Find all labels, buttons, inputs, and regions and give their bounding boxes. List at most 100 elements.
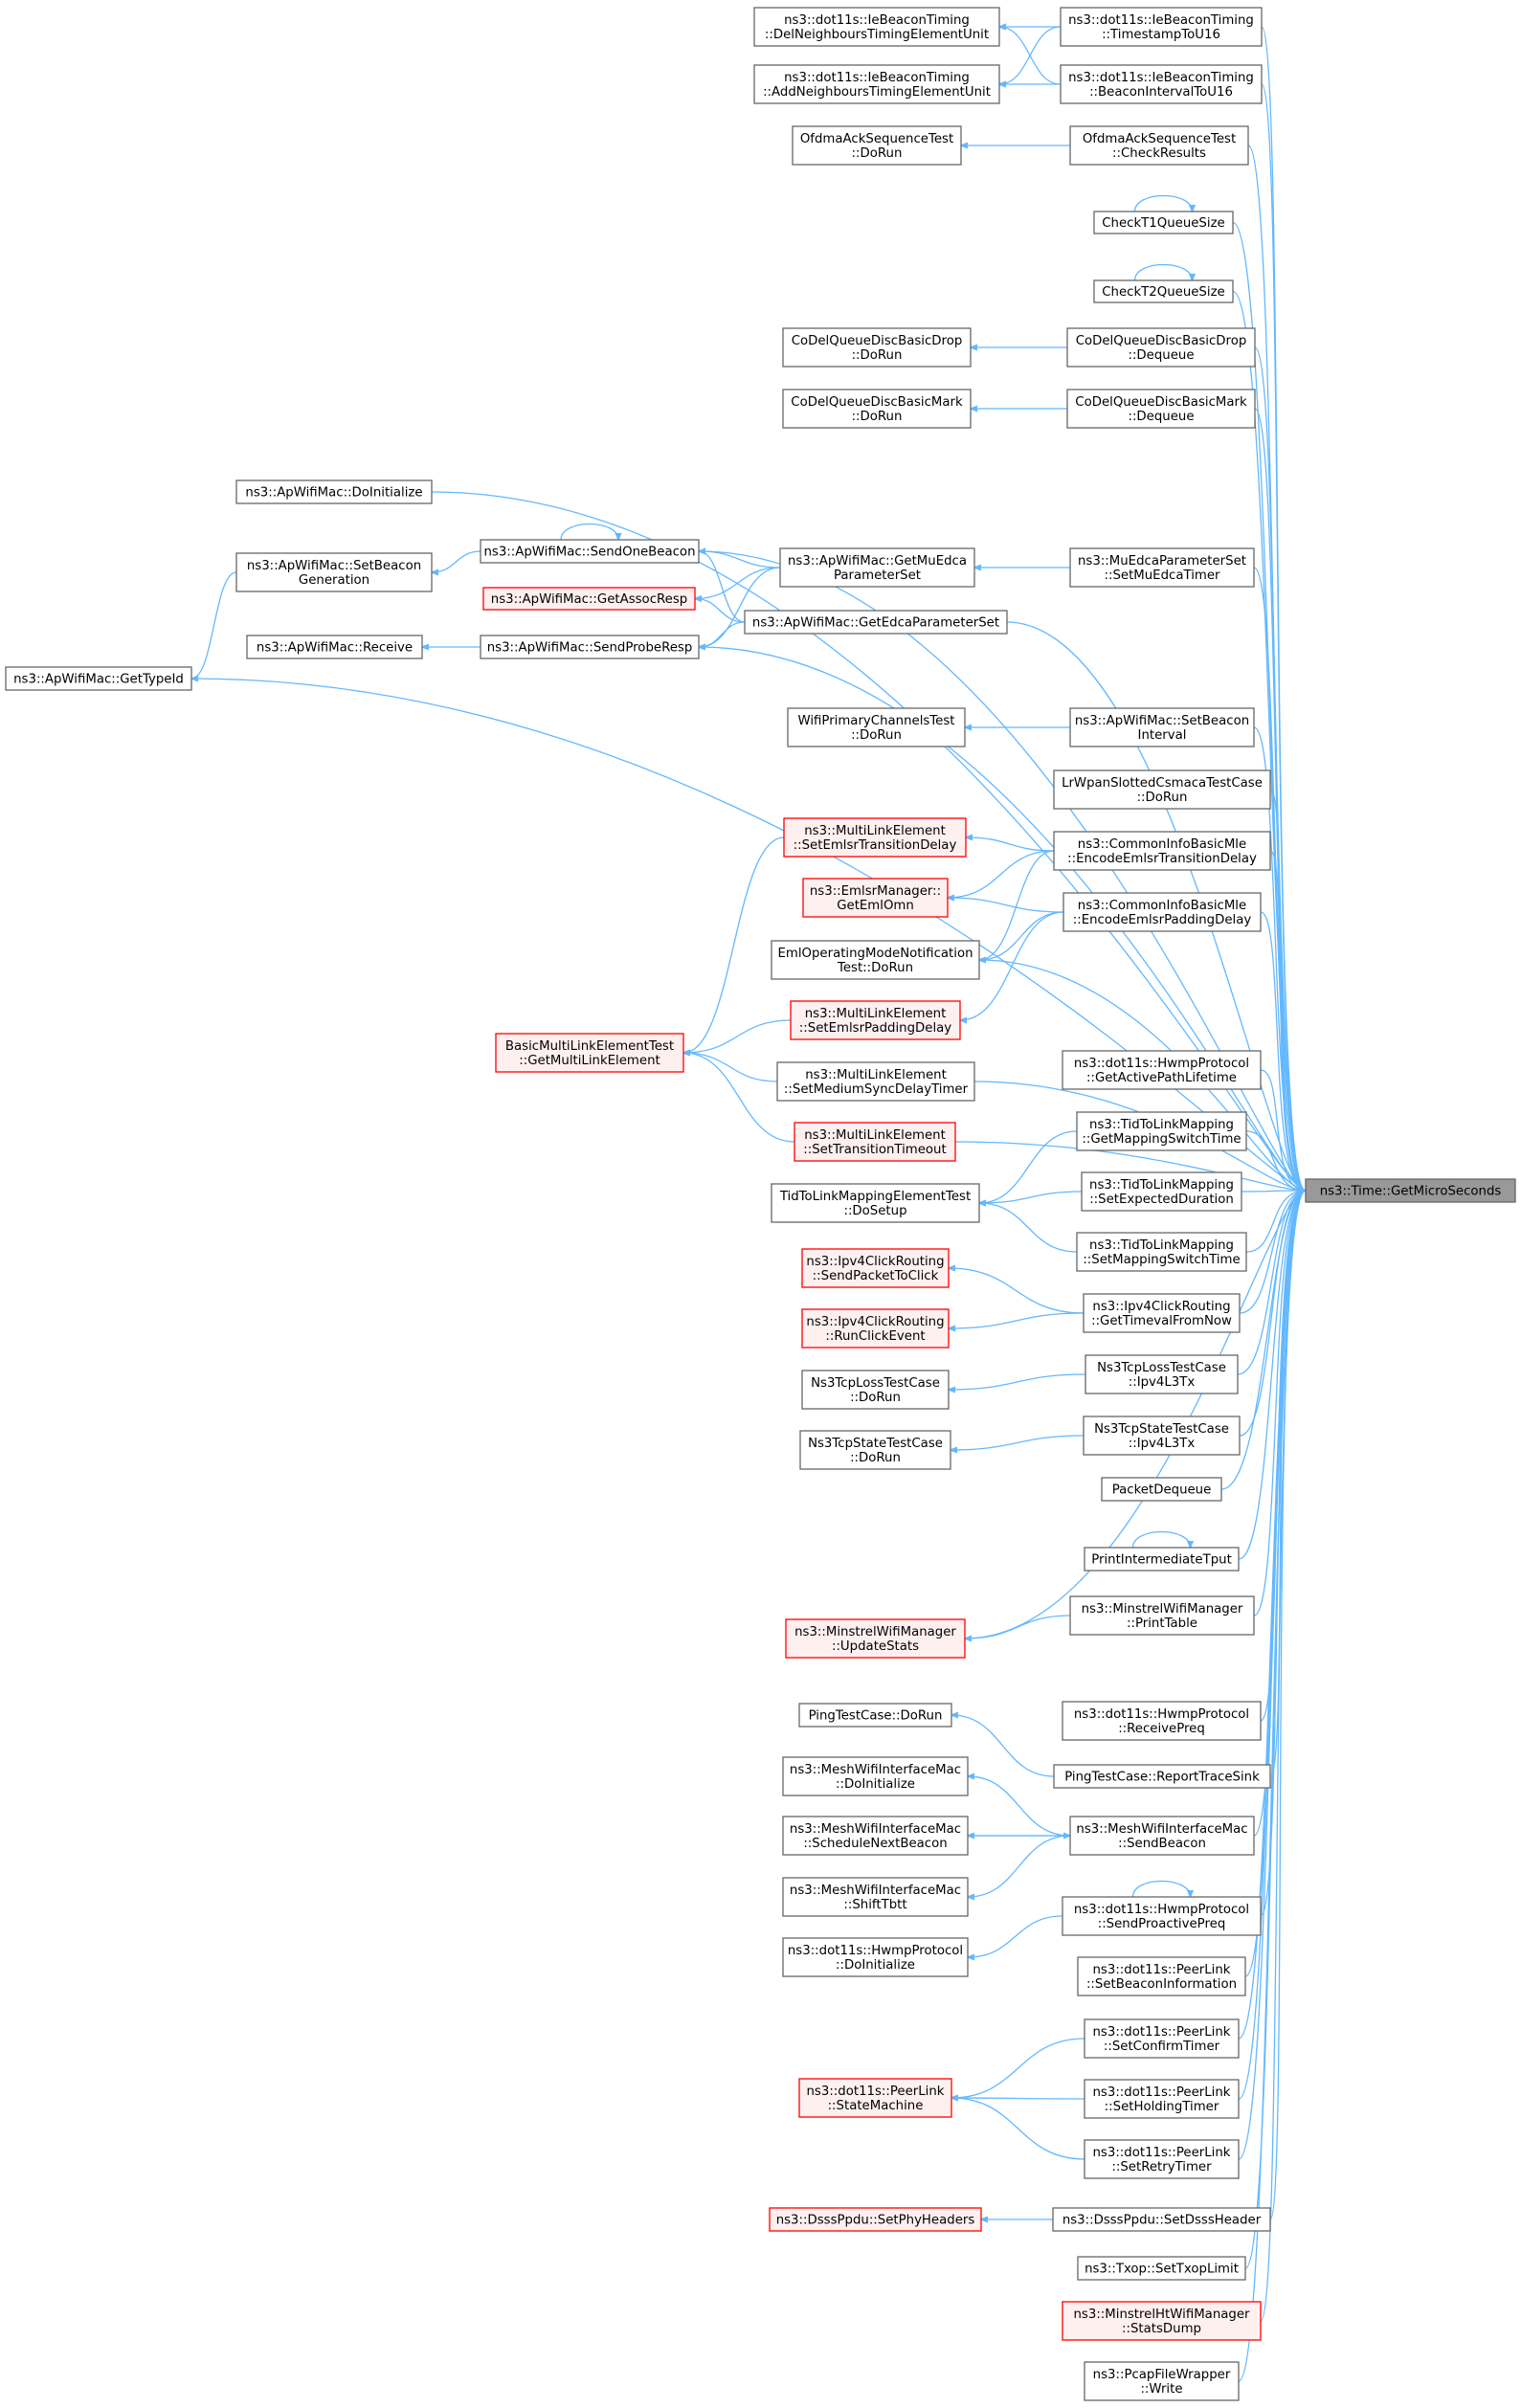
graph-node[interactable]: ns3::dot11s::PeerLink::SetRetryTimer bbox=[1084, 2139, 1240, 2179]
graph-node[interactable]: ns3::Ipv4ClickRouting::RunClickEvent bbox=[801, 1308, 950, 1349]
graph-node[interactable]: ns3::dot11s::IeBeaconTiming::BeaconInter… bbox=[1060, 64, 1263, 104]
graph-node[interactable]: PingTestCase::ReportTraceSink bbox=[1053, 1764, 1271, 1789]
graph-node[interactable]: ns3::MinstrelHtWifiManager::StatsDump bbox=[1062, 2301, 1262, 2341]
graph-node[interactable]: CoDelQueueDiscBasicDrop::Dequeue bbox=[1066, 327, 1256, 368]
graph-node[interactable]: ns3::TidToLinkMapping::SetExpectedDurati… bbox=[1081, 1171, 1242, 1212]
graph-node[interactable]: Ns3TcpStateTestCase::DoRun bbox=[799, 1430, 951, 1470]
graph-node[interactable]: ns3::MeshWifiInterfaceMac::ScheduleNextB… bbox=[782, 1816, 969, 1856]
graph-node[interactable]: ns3::DsssPpdu::SetPhyHeaders bbox=[769, 2207, 982, 2232]
edge-n40-n41 bbox=[949, 1268, 1085, 1314]
edge-n32-n31 bbox=[683, 1019, 792, 1053]
graph-node[interactable]: ns3::dot11s::HwmpProtocol::SendProactive… bbox=[1062, 1896, 1262, 1936]
node-label: ns3::dot11s::IeBeaconTiming bbox=[784, 71, 970, 85]
root-node[interactable]: ns3::Time::GetMicroSeconds bbox=[1305, 1178, 1516, 1203]
node-label: ns3::MultiLinkElement bbox=[805, 1068, 947, 1082]
graph-node[interactable]: Ns3TcpLossTestCase::Ipv4L3Tx bbox=[1085, 1354, 1239, 1394]
graph-node[interactable]: BasicMultiLinkElementTest::GetMultiLinkE… bbox=[495, 1033, 684, 1073]
node-label: ns3::CommonInfoBasicMle bbox=[1078, 899, 1246, 913]
node-box bbox=[771, 1183, 980, 1223]
node-label: ns3::MeshWifiInterfaceMac bbox=[790, 1763, 961, 1777]
graph-node[interactable]: ns3::dot11s::PeerLink::SetHoldingTimer bbox=[1084, 2079, 1240, 2119]
edge-n26-n27 bbox=[966, 837, 1055, 852]
graph-node[interactable]: ns3::ApWifiMac::Receive bbox=[246, 635, 423, 659]
graph-node[interactable]: ns3::MuEdcaParameterSet::SetMuEdcaTimer bbox=[1069, 547, 1255, 588]
graph-node[interactable]: ns3::MeshWifiInterfaceMac::ShiftTbtt bbox=[782, 1877, 969, 1917]
edge-n43-n44 bbox=[949, 1373, 1086, 1390]
node-label: ns3::MinstrelWifiManager bbox=[1082, 1602, 1243, 1616]
node-box bbox=[771, 940, 980, 980]
graph-node[interactable]: ns3::Ipv4ClickRouting::SendPacketToClick bbox=[801, 1248, 950, 1288]
node-label: ns3::MultiLinkElement bbox=[804, 1128, 946, 1143]
graph-node[interactable]: ns3::ApWifiMac::SendOneBeacon bbox=[480, 539, 700, 564]
node-box bbox=[1093, 211, 1234, 234]
graph-node[interactable]: PrintIntermediateTput bbox=[1084, 1547, 1240, 1572]
graph-node[interactable]: Ns3TcpLossTestCase::DoRun bbox=[801, 1370, 950, 1410]
graph-node[interactable]: ns3::EmlsrManager::GetEmlOmn bbox=[802, 878, 949, 918]
graph-node[interactable]: ns3::ApWifiMac::GetAssocResp bbox=[482, 587, 696, 611]
graph-node[interactable]: ns3::MeshWifiInterfaceMac::SendBeacon bbox=[1069, 1816, 1255, 1856]
graph-node[interactable]: OfdmaAckSequenceTest::DoRun bbox=[792, 125, 962, 166]
node-label: GetEmlOmn bbox=[837, 899, 914, 913]
edge-n29-root bbox=[1260, 911, 1306, 1191]
graph-node[interactable]: ns3::MultiLinkElement::SetEmlsrPaddingDe… bbox=[790, 1000, 961, 1040]
graph-node[interactable]: ns3::dot11s::PeerLink::SetBeaconInformat… bbox=[1077, 1956, 1246, 1996]
graph-node[interactable]: OfdmaAckSequenceTest::CheckResults bbox=[1069, 125, 1249, 166]
graph-node[interactable]: CheckT2QueueSize bbox=[1093, 279, 1234, 303]
node-label: ns3::ApWifiMac::GetAssocResp bbox=[491, 592, 687, 607]
graph-node[interactable]: ns3::CommonInfoBasicMle::EncodeEmlsrPadd… bbox=[1062, 892, 1262, 932]
graph-node[interactable]: ns3::ApWifiMac::SendProbeResp bbox=[480, 635, 700, 659]
graph-node[interactable]: ns3::Txop::SetTxopLimit bbox=[1077, 2256, 1246, 2281]
node-label: ns3::ApWifiMac::GetTypeId bbox=[13, 673, 184, 687]
graph-node[interactable]: ns3::ApWifiMac::GetTypeId bbox=[5, 666, 192, 691]
graph-node[interactable]: ns3::ApWifiMac::DoInitialize bbox=[235, 479, 433, 504]
node-label: ::DoRun bbox=[852, 348, 903, 363]
graph-node[interactable]: CheckT1QueueSize bbox=[1093, 211, 1234, 234]
node-label: Ns3TcpLossTestCase bbox=[1097, 1361, 1226, 1375]
graph-node[interactable]: TidToLinkMappingElementTest::DoSetup bbox=[771, 1183, 980, 1223]
graph-node[interactable]: ns3::MeshWifiInterfaceMac::DoInitialize bbox=[782, 1756, 969, 1796]
graph-node[interactable]: ns3::dot11s::IeBeaconTiming::DelNeighbou… bbox=[753, 7, 1000, 47]
graph-node[interactable]: ns3::dot11s::PeerLink::StateMachine bbox=[798, 2078, 952, 2118]
graph-node[interactable]: ns3::dot11s::PeerLink::SetConfirmTimer bbox=[1084, 2018, 1240, 2059]
graph-node[interactable]: ns3::dot11s::IeBeaconTiming::TimestampTo… bbox=[1060, 7, 1263, 47]
graph-node[interactable]: ns3::MinstrelWifiManager::PrintTable bbox=[1069, 1595, 1255, 1636]
graph-node[interactable]: ns3::dot11s::IeBeaconTiming::AddNeighbou… bbox=[753, 64, 1000, 104]
edge-n59-n58 bbox=[968, 1915, 1063, 1957]
node-label: ns3::dot11s::IeBeaconTiming bbox=[784, 13, 970, 28]
graph-node[interactable]: CoDelQueueDiscBasicMark::Dequeue bbox=[1066, 389, 1256, 429]
graph-node[interactable]: WifiPrimaryChannelsTest::DoRun bbox=[787, 707, 966, 747]
graph-node[interactable]: CoDelQueueDiscBasicDrop::DoRun bbox=[782, 327, 972, 368]
graph-node[interactable]: ns3::PcapFileWrapper::Write bbox=[1084, 2361, 1240, 2401]
graph-node[interactable]: PacketDequeue bbox=[1101, 1477, 1222, 1502]
graph-node[interactable]: ns3::TidToLinkMapping::SetMappingSwitchT… bbox=[1076, 1232, 1247, 1272]
graph-node[interactable]: ns3::MultiLinkElement::SetTransitionTime… bbox=[794, 1122, 956, 1162]
edge-n30-n27 bbox=[979, 850, 1055, 960]
node-box bbox=[794, 1122, 956, 1162]
node-label: ::SetMuEdcaTimer bbox=[1104, 569, 1220, 583]
graph-node[interactable]: PingTestCase::DoRun bbox=[798, 1703, 952, 1728]
edge-n35-root bbox=[954, 1141, 1306, 1191]
graph-node[interactable]: ns3::ApWifiMac::GetEdcaParameterSet bbox=[744, 610, 1008, 635]
graph-node[interactable]: Ns3TcpStateTestCase::Ipv4L3Tx bbox=[1083, 1416, 1241, 1456]
graph-node[interactable]: ns3::MinstrelWifiManager::UpdateStats bbox=[785, 1618, 966, 1659]
graph-node[interactable]: ns3::Ipv4ClickRouting::GetTimevalFromNow bbox=[1083, 1293, 1241, 1333]
graph-node[interactable]: ns3::MultiLinkElement::SetEmlsrTransitio… bbox=[783, 817, 967, 858]
graph-node[interactable]: ns3::dot11s::HwmpProtocol::ReceivePreq bbox=[1062, 1701, 1262, 1741]
graph-node[interactable]: ns3::dot11s::HwmpProtocol::DoInitialize bbox=[782, 1937, 969, 1977]
graph-node[interactable]: ns3::MultiLinkElement::SetMediumSyncDela… bbox=[776, 1061, 975, 1102]
node-box bbox=[1060, 7, 1263, 47]
graph-node[interactable]: LrWpanSlottedCsmacaTestCase::DoRun bbox=[1053, 769, 1271, 810]
node-label: ::Write bbox=[1140, 2382, 1182, 2397]
graph-node[interactable]: ns3::TidToLinkMapping::GetMappingSwitchT… bbox=[1076, 1111, 1247, 1151]
node-box bbox=[246, 635, 423, 659]
edge-n57-n56 bbox=[968, 1835, 1071, 1897]
graph-node[interactable]: CoDelQueueDiscBasicMark::DoRun bbox=[782, 389, 972, 429]
graph-node[interactable]: ns3::DsssPpdu::SetDsssHeader bbox=[1052, 2207, 1271, 2232]
graph-node[interactable]: ns3::CommonInfoBasicMle::EncodeEmlsrTran… bbox=[1053, 831, 1271, 871]
node-label: ns3::DsssPpdu::SetPhyHeaders bbox=[776, 2214, 975, 2228]
graph-node[interactable]: ns3::dot11s::HwmpProtocol::GetActivePath… bbox=[1062, 1050, 1262, 1090]
